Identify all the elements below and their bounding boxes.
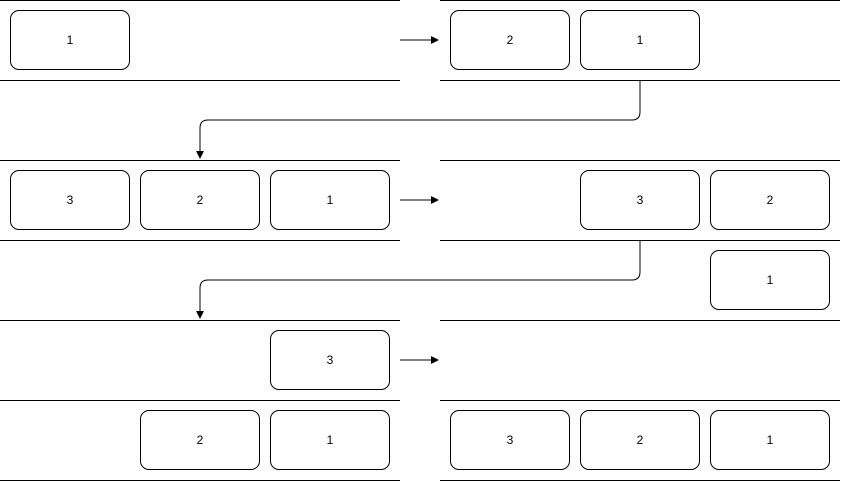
stack-item-p5-2: 2 [140, 410, 260, 470]
panel-p5-rule-1 [0, 400, 400, 401]
stack-item-p2-1: 1 [580, 10, 700, 70]
panel-p6-rule-1 [440, 400, 840, 401]
stack-item-p5-3: 3 [270, 330, 390, 390]
stack-item-p3-3: 3 [10, 170, 130, 230]
arrow-p4-to-p5 [196, 240, 641, 319]
connector-layer [196, 36, 641, 364]
panel-p2-rule-0 [440, 0, 840, 1]
stack-item-p6-3: 3 [450, 410, 570, 470]
panel-p4-rule-1 [440, 240, 840, 241]
stack-item-p2-2: 2 [450, 10, 570, 70]
panel-p6-rule-0 [440, 320, 840, 321]
stack-item-p6-2: 2 [580, 410, 700, 470]
panel-p3-rule-0 [0, 160, 400, 161]
panel-p3-rule-1 [0, 240, 400, 241]
arrow-p2-to-p3 [196, 80, 641, 159]
panel-p1-rule-0 [0, 0, 400, 1]
panel-p5-rule-0 [0, 320, 400, 321]
stack-item-p4-1: 1 [710, 250, 830, 310]
stack-item-p3-2: 2 [140, 170, 260, 230]
stack-item-p4-2: 2 [710, 170, 830, 230]
panel-p4-rule-0 [440, 160, 840, 161]
panel-p2-rule-1 [440, 80, 840, 81]
stack-item-p3-1: 1 [270, 170, 390, 230]
stack-item-p6-1: 1 [710, 410, 830, 470]
stack-item-p1-1: 1 [10, 10, 130, 70]
stack-item-p4-3: 3 [580, 170, 700, 230]
stack-item-p5-1: 1 [270, 410, 390, 470]
panel-p1-rule-1 [0, 80, 400, 81]
